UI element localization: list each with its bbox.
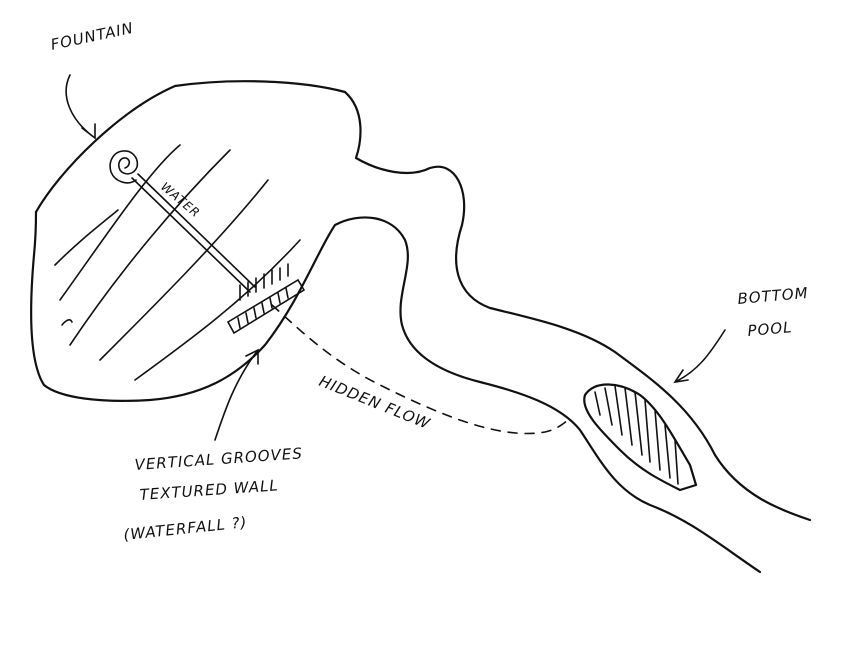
fountain-label: FOUNTAIN — [49, 19, 135, 54]
river-lower-bank — [30, 210, 762, 574]
water-channel — [137, 173, 256, 288]
bottom-pool — [583, 383, 698, 492]
contour-line — [69, 149, 231, 346]
pool-arrow-icon — [673, 329, 726, 384]
contour-line — [99, 179, 269, 361]
grooves-arrow-icon — [214, 348, 259, 441]
water-channel — [131, 177, 251, 293]
grooves-note: (WATERFALL ?) — [123, 513, 249, 544]
contour-line — [59, 144, 181, 301]
bottom-pool-label: BOTTOM — [737, 284, 809, 308]
grooves-note: VERTICAL GROOVES — [134, 444, 303, 474]
fountain-spiral-icon — [109, 150, 139, 184]
fountain-arrow-icon — [65, 74, 96, 140]
bottom-pool-label: POOL — [747, 318, 793, 340]
hidden-flow-path — [271, 304, 569, 435]
fountain-area-outline — [34, 80, 812, 522]
grooves-note: TEXTURED WALL — [139, 476, 279, 504]
contour-line — [54, 209, 119, 266]
contour-line — [61, 319, 73, 326]
contour-line — [134, 239, 301, 381]
grooves-wall — [226, 263, 306, 335]
